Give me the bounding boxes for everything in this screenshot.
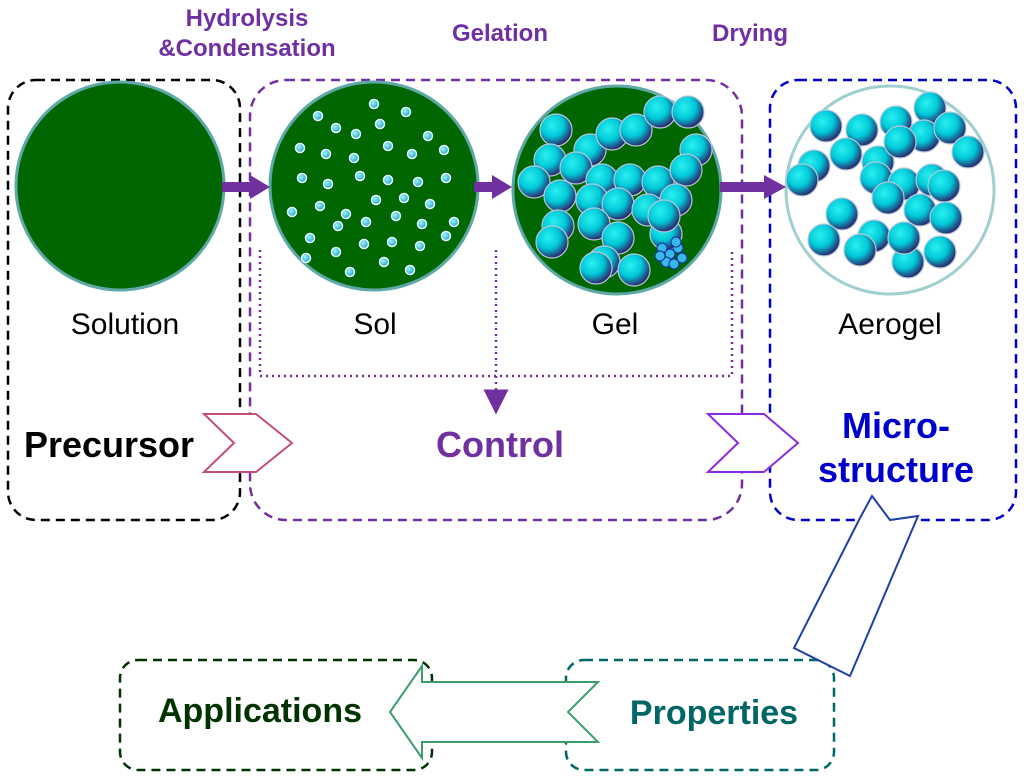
aerogel-bead xyxy=(951,135,985,169)
control-bracket xyxy=(258,250,734,415)
gel-bead xyxy=(517,165,551,199)
sol-particle xyxy=(300,252,312,264)
sol-particle xyxy=(400,106,412,118)
chevron-arrow-icon xyxy=(705,413,800,473)
sol-particle xyxy=(340,208,352,220)
aerogel-bead xyxy=(933,111,967,145)
gel-cluster-bead xyxy=(654,250,666,262)
sol-particle xyxy=(406,148,418,160)
aerogel-bead xyxy=(923,235,957,269)
group-control-label: Control xyxy=(436,424,564,465)
gel-bead xyxy=(617,253,651,287)
sol-particle xyxy=(404,264,416,276)
gel-bead xyxy=(535,225,569,259)
sol-particle xyxy=(330,122,342,134)
gel-bead xyxy=(647,199,681,233)
sol-particle xyxy=(412,176,424,188)
gel-bead xyxy=(669,153,703,187)
sol-particle xyxy=(440,172,452,184)
aerogel-bead xyxy=(845,113,879,147)
process-arrow xyxy=(474,175,512,199)
aerogel-bead xyxy=(825,197,859,231)
process-arrow xyxy=(222,175,270,199)
step-drying-label: Drying xyxy=(711,20,788,47)
sol-particle xyxy=(424,198,436,210)
process-arrow xyxy=(720,175,786,199)
sol-particle xyxy=(438,144,450,156)
group-properties-label: Properties xyxy=(629,694,799,732)
precursor-box xyxy=(6,78,242,522)
stage-aerogel-label: Aerogel xyxy=(838,308,942,341)
sol-particle xyxy=(448,216,460,228)
gel-cluster-bead xyxy=(670,236,682,248)
group-microstructure-label: Micro- structure xyxy=(817,405,975,490)
sol-particle xyxy=(348,152,360,164)
sol-particle xyxy=(330,246,342,258)
sol-particle xyxy=(332,220,344,232)
group-precursor-label: Precursor xyxy=(23,424,195,465)
sol-particle xyxy=(322,178,334,190)
sol-particle xyxy=(320,148,332,160)
aerogel-bead xyxy=(807,223,841,257)
aerogel-bead xyxy=(887,221,921,255)
stage-gel-label: Gel xyxy=(591,308,639,341)
gel-cluster-bead xyxy=(676,252,688,264)
gel-bead xyxy=(671,95,705,129)
sol-particle xyxy=(386,236,398,248)
sol-particle xyxy=(414,240,426,252)
sol-particle xyxy=(378,256,390,268)
applications-box xyxy=(118,658,434,772)
sol-particle xyxy=(286,206,298,218)
aerogel-bead xyxy=(809,109,843,143)
gel-bead xyxy=(619,113,653,147)
sol-particle xyxy=(314,200,326,212)
sol-particle xyxy=(344,266,356,278)
gel-network xyxy=(517,95,713,287)
sol-particle xyxy=(416,218,428,230)
gel-bead xyxy=(579,251,613,285)
sol-particle xyxy=(358,238,370,250)
sol-particle xyxy=(370,194,382,206)
sol-particle xyxy=(360,216,372,228)
aerogel-bead xyxy=(927,169,961,203)
sol-particle xyxy=(296,172,308,184)
sol-particle xyxy=(382,174,394,186)
aerogel-bead xyxy=(929,201,963,235)
gel-bead xyxy=(539,113,573,147)
solution-circle xyxy=(14,80,226,292)
sol-particle xyxy=(312,110,324,122)
gel-cluster-bead xyxy=(668,258,680,270)
aerogel-network xyxy=(785,91,985,279)
aerogel-bead xyxy=(829,137,863,171)
aerogel-bead xyxy=(785,163,819,197)
sol-particle xyxy=(304,232,316,244)
sol-particle xyxy=(294,142,306,154)
diagonal-arrow-icon xyxy=(792,494,920,678)
sol-particle xyxy=(382,140,394,152)
step-hydrolysis-label: Hydrolysis &Condensation xyxy=(158,5,336,62)
sol-particle xyxy=(374,118,386,130)
sol-particles xyxy=(286,98,460,278)
gel-bead xyxy=(543,179,577,213)
left-arrow-icon xyxy=(388,662,601,762)
sol-particle xyxy=(390,210,402,222)
group-applications-label: Applications xyxy=(157,692,363,730)
sol-particle xyxy=(354,170,366,182)
sol-particle xyxy=(350,128,362,140)
aerogel-bead xyxy=(843,233,877,267)
aerogel-bead xyxy=(883,125,917,159)
aerogel-bead xyxy=(871,181,905,215)
chevron-arrow-icon xyxy=(201,413,294,473)
stage-sol-label: Sol xyxy=(353,308,397,341)
stage-solution-label: Solution xyxy=(70,308,180,341)
sol-particle xyxy=(422,130,434,142)
gel-bead xyxy=(643,95,677,129)
sol-particle xyxy=(398,192,410,204)
sol-particle xyxy=(440,230,452,242)
sol-particle xyxy=(368,98,380,110)
step-gelation-label: Gelation xyxy=(451,20,548,47)
control-box xyxy=(248,78,744,522)
